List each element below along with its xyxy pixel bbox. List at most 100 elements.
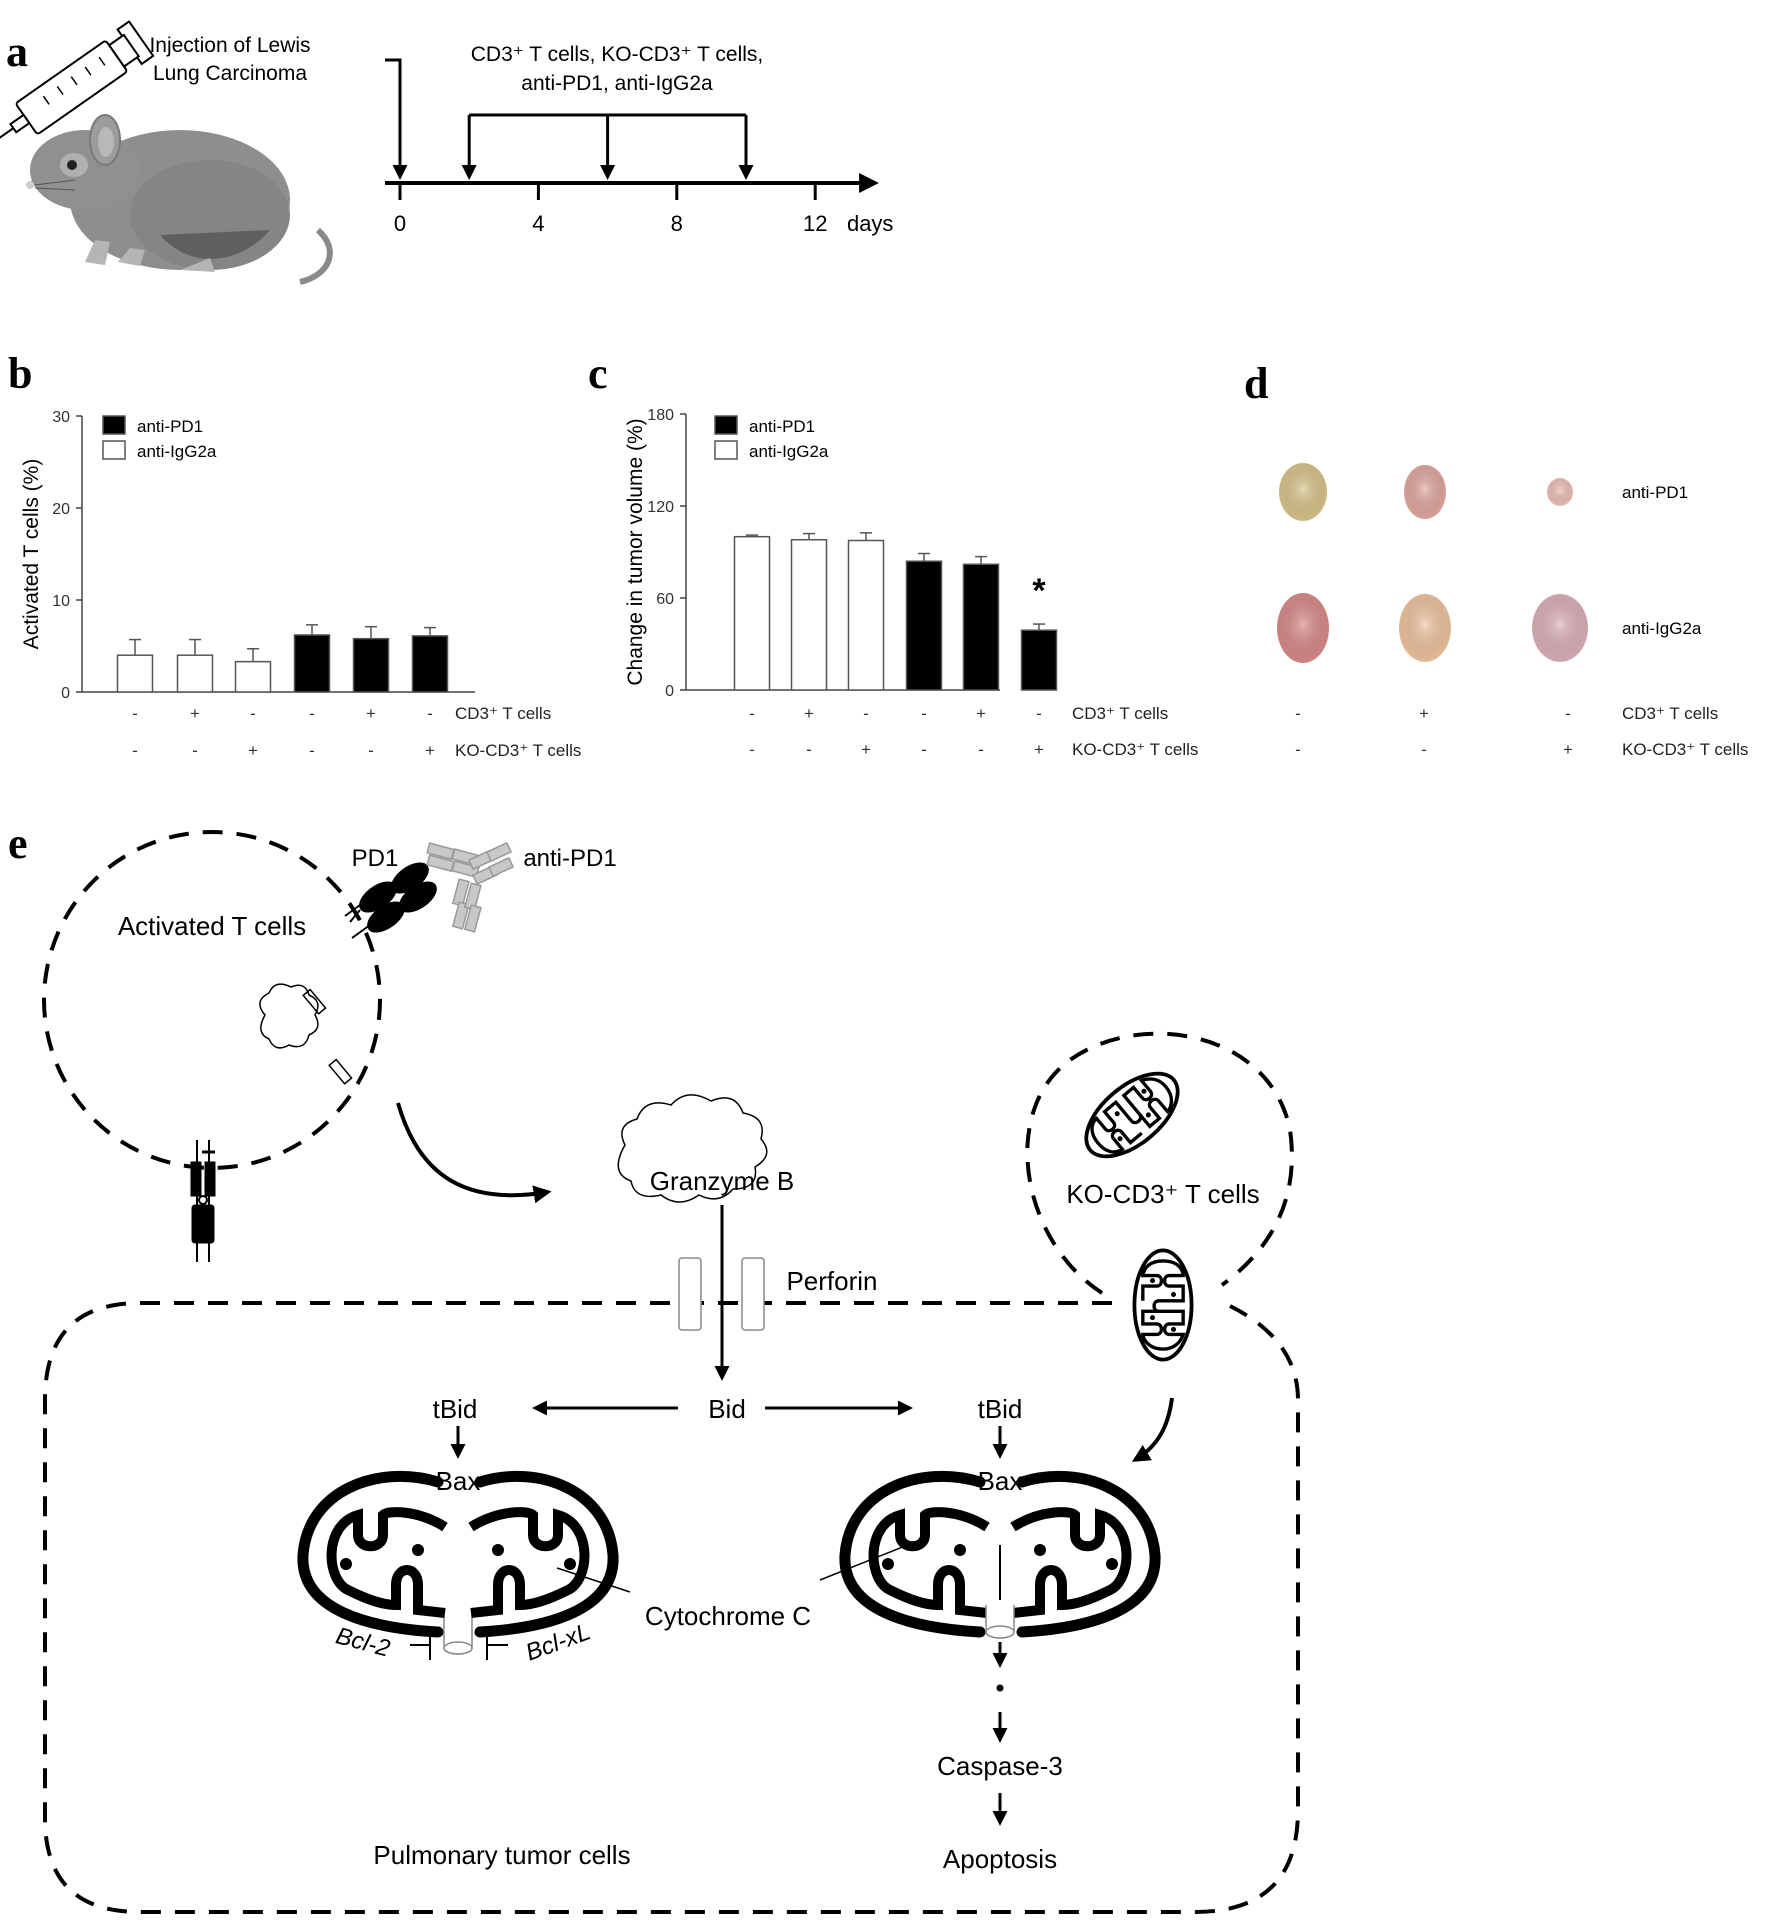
matrix-dot [1141,1088,1147,1094]
significance-marker: * [1032,572,1046,610]
condition-row-label: KO-CD3⁺ T cells [1072,740,1198,759]
condition-sign: - [1295,704,1301,723]
panel-a: Injection of Lewis Lung Carcinoma CD3⁺ T… [0,20,893,285]
tbid-right-label: tBid [978,1394,1023,1424]
condition-row-label: CD3⁺ T cells [1622,704,1718,723]
cytochrome-c-dot [340,1558,352,1570]
bax-left-label: Bax [436,1466,481,1496]
mito-pore-right-icon [985,1605,1015,1639]
anti-pd1-label: anti-PD1 [523,845,616,872]
perforin-pore-icon [678,1257,702,1331]
condition-sign: + [1034,740,1044,759]
condition-sign: + [1419,704,1429,723]
matrix-dot [1170,1291,1177,1298]
condition-sign: - [427,704,433,723]
bcl2-inhibition-icon [410,1632,431,1660]
pd1-receptor-icon [344,862,437,939]
bax-right-label: Bax [978,1466,1023,1496]
condition-sign: - [749,740,755,759]
injection-arrow [385,58,408,180]
tumor-sample-shading [1279,463,1327,521]
bar [176,654,214,693]
condition-sign: + [804,704,814,723]
condition-sign: - [863,704,869,723]
outer-membrane [297,1470,444,1638]
mito-pore-left-icon [443,1618,473,1655]
inner-membrane [1010,1507,1132,1618]
apoptosis-label: Apoptosis [943,1844,1057,1874]
condition-sign: - [1421,740,1427,759]
bar [733,535,771,691]
perforin-granule-icon [302,988,327,1015]
condition-sign: + [1563,740,1573,759]
granzyme-granule-cloud-icon [259,983,319,1049]
granzyme-b-cloud-icon [617,1094,768,1203]
bar [116,654,154,693]
legend-swatch [714,440,738,460]
release-arrow [396,1102,552,1204]
inner-membrane [468,1507,590,1618]
condition-sign: - [806,740,812,759]
tumor-sample-shading [1399,594,1451,662]
ko-mito-transfer-arrow [1131,1397,1174,1462]
legend-label: anti-IgG2a [749,442,829,461]
matrix-dot [1145,1112,1151,1118]
activated-t-cells-label: Activated T cells [118,911,306,941]
tcr-mhc-complex-icon [190,1140,216,1262]
inner-membrane [1090,1077,1174,1154]
cytochrome-c-dot [564,1558,576,1570]
y-tick-label: 0 [61,685,70,702]
condition-sign: + [190,704,200,723]
condition-sign: - [1036,704,1042,723]
y-tick-label: 60 [656,591,674,608]
matrix-dot [1117,1136,1123,1142]
condition-sign: - [192,741,198,760]
pd1-label: PD1 [352,845,399,872]
bar [293,634,331,693]
cytochrome-c-dot [412,1544,424,1556]
y-axis-label: Activated T cells (%) [20,459,43,650]
y-tick-label: 180 [647,407,674,424]
panel-letter-b: b [8,349,33,398]
cytochrome-c-dot [1106,1558,1118,1570]
outer-membrane [1132,1248,1194,1362]
timeline-unit-label: days [847,211,893,236]
inner-membrane [1140,1259,1186,1351]
condition-row-label: KO-CD3⁺ T cells [1622,740,1748,759]
anti-pd1-antibody-icon [426,841,515,933]
panel-letter-c: c [588,349,608,398]
matrix-dot [1149,1315,1156,1321]
legend-label: anti-PD1 [137,417,203,436]
condition-sign: - [309,704,315,723]
timeline-tick-label: 0 [394,211,406,236]
bar [352,637,390,693]
cytochrome-c-dot [954,1544,966,1556]
ko-cd3-t-cells-label: KO-CD3⁺ T cells [1066,1179,1259,1209]
cytochrome-c-label: Cytochrome C [645,1601,811,1631]
condition-sign: - [921,704,927,723]
perforin-granule-icon [328,1058,353,1085]
injection-label-line1: Injection of Lewis [149,34,310,57]
timeline-tick-label: 8 [671,211,683,236]
tumor-row-label: anti-IgG2a [1622,619,1702,638]
condition-sign: - [921,740,927,759]
injection-label-line2: Lung Carcinoma [153,62,307,85]
legend-label: anti-PD1 [749,417,815,436]
tumor-sample-shading [1277,593,1329,663]
timeline-tick-label: 12 [803,211,827,236]
condition-sign: - [132,704,138,723]
legend-swatch [714,415,738,435]
granzyme-b-label: Granzyme B [650,1166,795,1196]
condition-sign: + [425,741,435,760]
treatment-label-line2: anti-PD1, anti-IgG2a [521,72,713,95]
bar [847,539,885,691]
bar [962,563,1000,691]
condition-sign: - [368,741,374,760]
bar [411,635,449,693]
cytochrome-c-dot [492,1544,504,1556]
y-tick-label: 30 [52,409,70,426]
condition-sign: - [1565,704,1571,723]
